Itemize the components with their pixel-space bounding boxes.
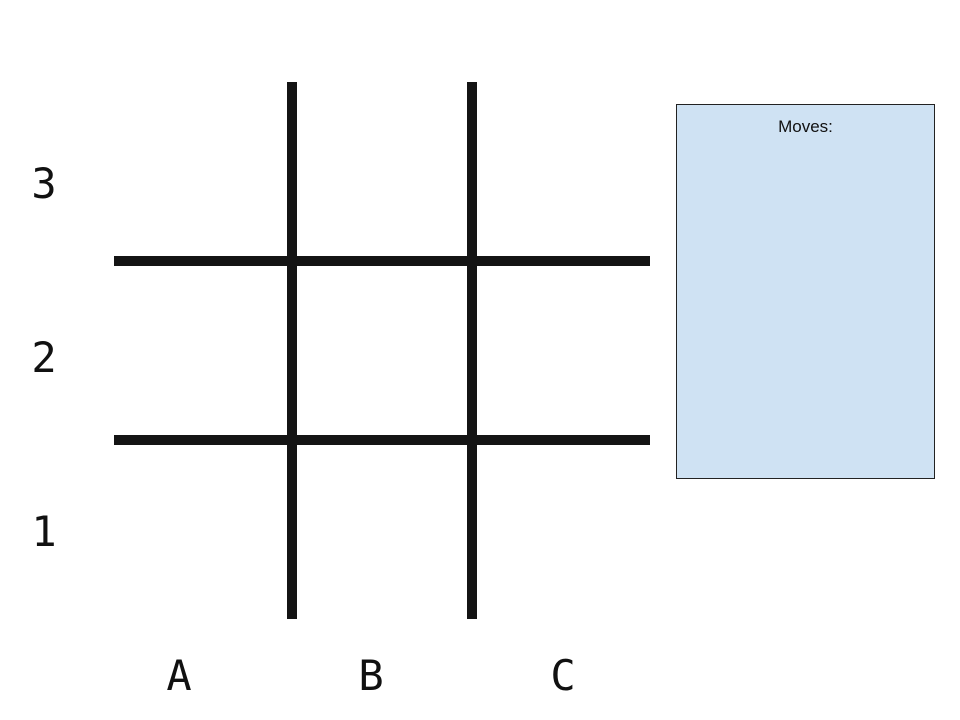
column-label-c: C (550, 651, 576, 700)
grid-line-vertical-2 (467, 82, 477, 619)
cell-b1[interactable] (297, 445, 467, 614)
row-label-1: 1 (31, 507, 57, 556)
cell-a3[interactable] (114, 82, 284, 251)
grid-line-horizontal-1 (114, 256, 650, 266)
cell-c2[interactable] (477, 266, 647, 435)
row-label-3: 3 (31, 159, 57, 208)
column-label-b: B (358, 651, 384, 700)
row-label-2: 2 (31, 333, 57, 382)
cell-b2[interactable] (297, 266, 467, 435)
cell-c1[interactable] (477, 445, 647, 614)
cell-a2[interactable] (114, 266, 284, 435)
moves-panel: Moves: (676, 104, 935, 479)
moves-title: Moves: (778, 117, 833, 136)
cell-b3[interactable] (297, 82, 467, 251)
grid-line-vertical-1 (287, 82, 297, 619)
grid-line-horizontal-2 (114, 435, 650, 445)
cell-c3[interactable] (477, 82, 647, 251)
cell-a1[interactable] (114, 445, 284, 614)
column-label-a: A (166, 651, 192, 700)
